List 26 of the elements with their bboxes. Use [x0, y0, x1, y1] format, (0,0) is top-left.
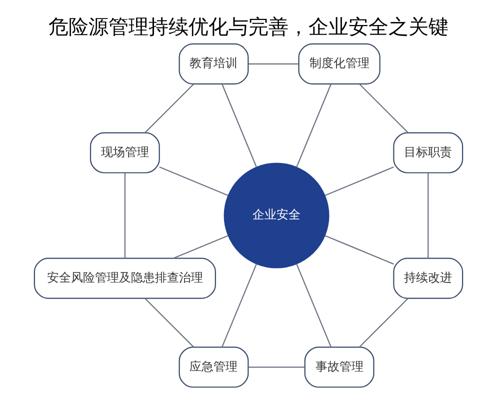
connector — [296, 84, 331, 168]
node-box: 现场管理 — [89, 132, 160, 174]
node-circle: 企业安全 — [223, 162, 329, 268]
node-box: 教育培训 — [178, 43, 248, 84]
node-box: 安全风险管理及隐患排查治理 — [33, 258, 216, 299]
connector — [427, 172, 428, 258]
connector — [144, 84, 194, 134]
connector — [221, 264, 257, 348]
diagram-title: 危险源管理持续优化与完善，企业安全之关键 — [48, 14, 448, 38]
node-box: 应急管理 — [178, 346, 248, 388]
connector — [172, 235, 228, 259]
connector — [124, 172, 125, 258]
connector — [248, 366, 304, 368]
connector — [144, 298, 194, 348]
connector — [248, 63, 298, 64]
node-box: 目标职责 — [392, 132, 463, 174]
connector — [296, 264, 331, 348]
node-box: 制度化管理 — [298, 43, 380, 84]
connector — [324, 166, 394, 196]
node-box: 事故管理 — [304, 346, 374, 388]
connector — [358, 298, 408, 348]
connector — [324, 235, 394, 265]
connector — [221, 84, 257, 168]
connector — [158, 166, 228, 196]
connector — [358, 84, 408, 133]
node-box: 持续改进 — [392, 258, 463, 299]
